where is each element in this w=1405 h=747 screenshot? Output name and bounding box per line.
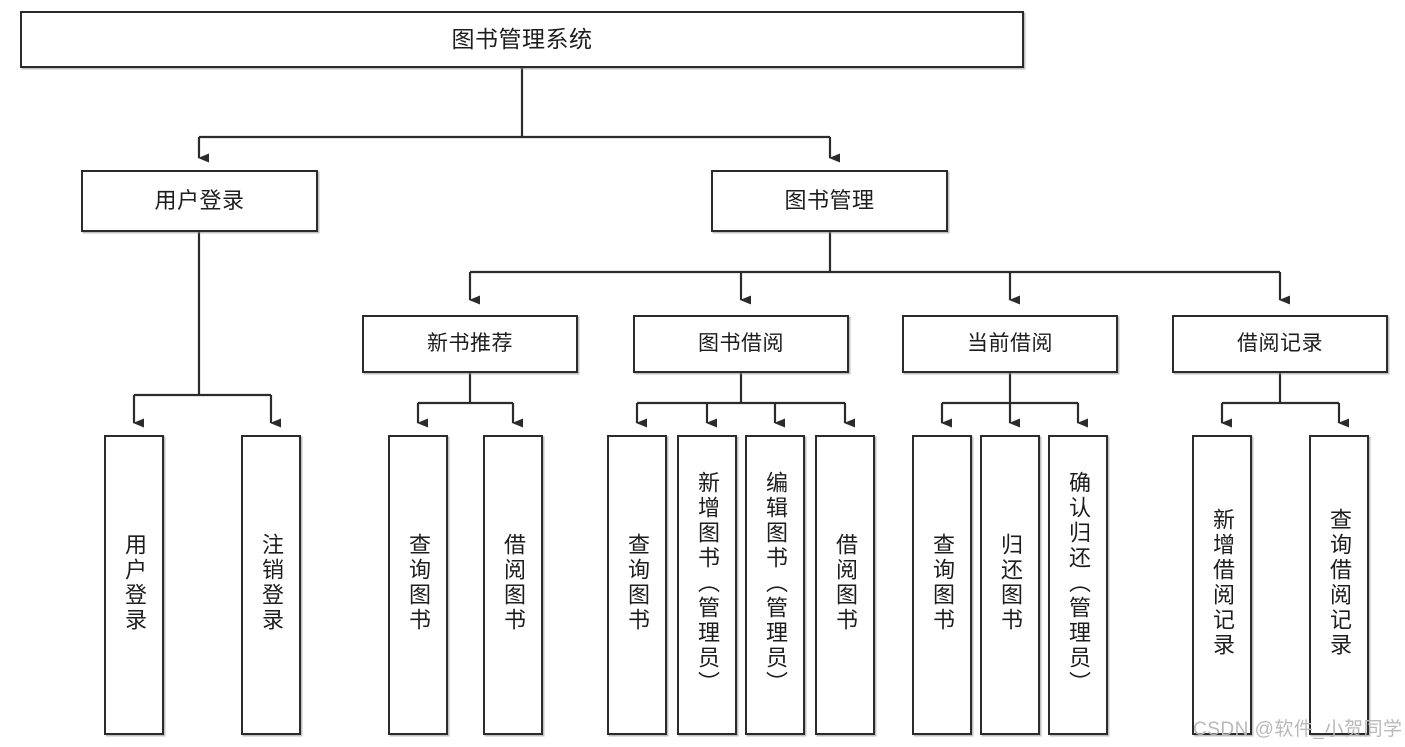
node-label: 图书管理 <box>784 188 875 214</box>
leaf-query-book-recommend[interactable]: 查询图书 <box>388 435 448 735</box>
leaf-confirm-return-admin[interactable]: 确认归还（管理员） <box>1048 435 1108 735</box>
leaf-edit-book-admin[interactable]: 编辑图书（管理员） <box>745 435 805 735</box>
node-label: 查询图书 <box>625 533 650 633</box>
node-label: 图书管理系统 <box>451 25 593 52</box>
node-label: 借阅记录 <box>1237 331 1323 355</box>
leaf-user-login[interactable]: 用户登录 <box>104 435 164 735</box>
node-label: 查询图书 <box>930 533 955 633</box>
node-label: 编辑图书（管理员） <box>763 470 788 696</box>
node-current-borrow[interactable]: 当前借阅 <box>902 315 1118 373</box>
leaf-query-book-current[interactable]: 查询图书 <box>912 435 972 735</box>
node-label: 用户登录 <box>122 533 147 633</box>
node-label: 当前借阅 <box>967 331 1053 355</box>
node-borrow-records[interactable]: 借阅记录 <box>1172 315 1388 373</box>
node-label: 归还图书 <box>998 533 1023 633</box>
node-root-system[interactable]: 图书管理系统 <box>20 11 1024 68</box>
leaf-borrow-book-recommend[interactable]: 借阅图书 <box>483 435 543 735</box>
node-user-login[interactable]: 用户登录 <box>81 170 318 232</box>
node-label: 新增借阅记录 <box>1210 508 1235 658</box>
leaf-logout[interactable]: 注销登录 <box>241 435 301 735</box>
leaf-query-borrow-record[interactable]: 查询借阅记录 <box>1309 435 1369 735</box>
watermark-text: CSDN @软件_小贺同学 <box>1193 719 1403 740</box>
node-label: 图书借阅 <box>698 331 784 355</box>
node-label: 新书推荐 <box>427 331 513 355</box>
node-book-borrow[interactable]: 图书借阅 <box>633 315 849 373</box>
leaf-add-borrow-record[interactable]: 新增借阅记录 <box>1192 435 1252 735</box>
node-label: 查询借阅记录 <box>1327 508 1352 658</box>
node-new-book-recommend[interactable]: 新书推荐 <box>362 315 578 373</box>
leaf-return-book[interactable]: 归还图书 <box>980 435 1040 735</box>
node-label: 借阅图书 <box>833 533 858 633</box>
node-label: 新增图书（管理员） <box>695 470 720 696</box>
node-label: 用户登录 <box>154 188 245 214</box>
node-label: 借阅图书 <box>501 533 526 633</box>
node-label: 确认归还（管理员） <box>1066 470 1091 696</box>
leaf-borrow-book[interactable]: 借阅图书 <box>815 435 875 735</box>
node-label: 查询图书 <box>406 533 431 633</box>
leaf-query-book-borrow[interactable]: 查询图书 <box>607 435 667 735</box>
node-label: 注销登录 <box>259 533 284 633</box>
leaf-add-book-admin[interactable]: 新增图书（管理员） <box>677 435 737 735</box>
node-book-management[interactable]: 图书管理 <box>711 170 948 232</box>
